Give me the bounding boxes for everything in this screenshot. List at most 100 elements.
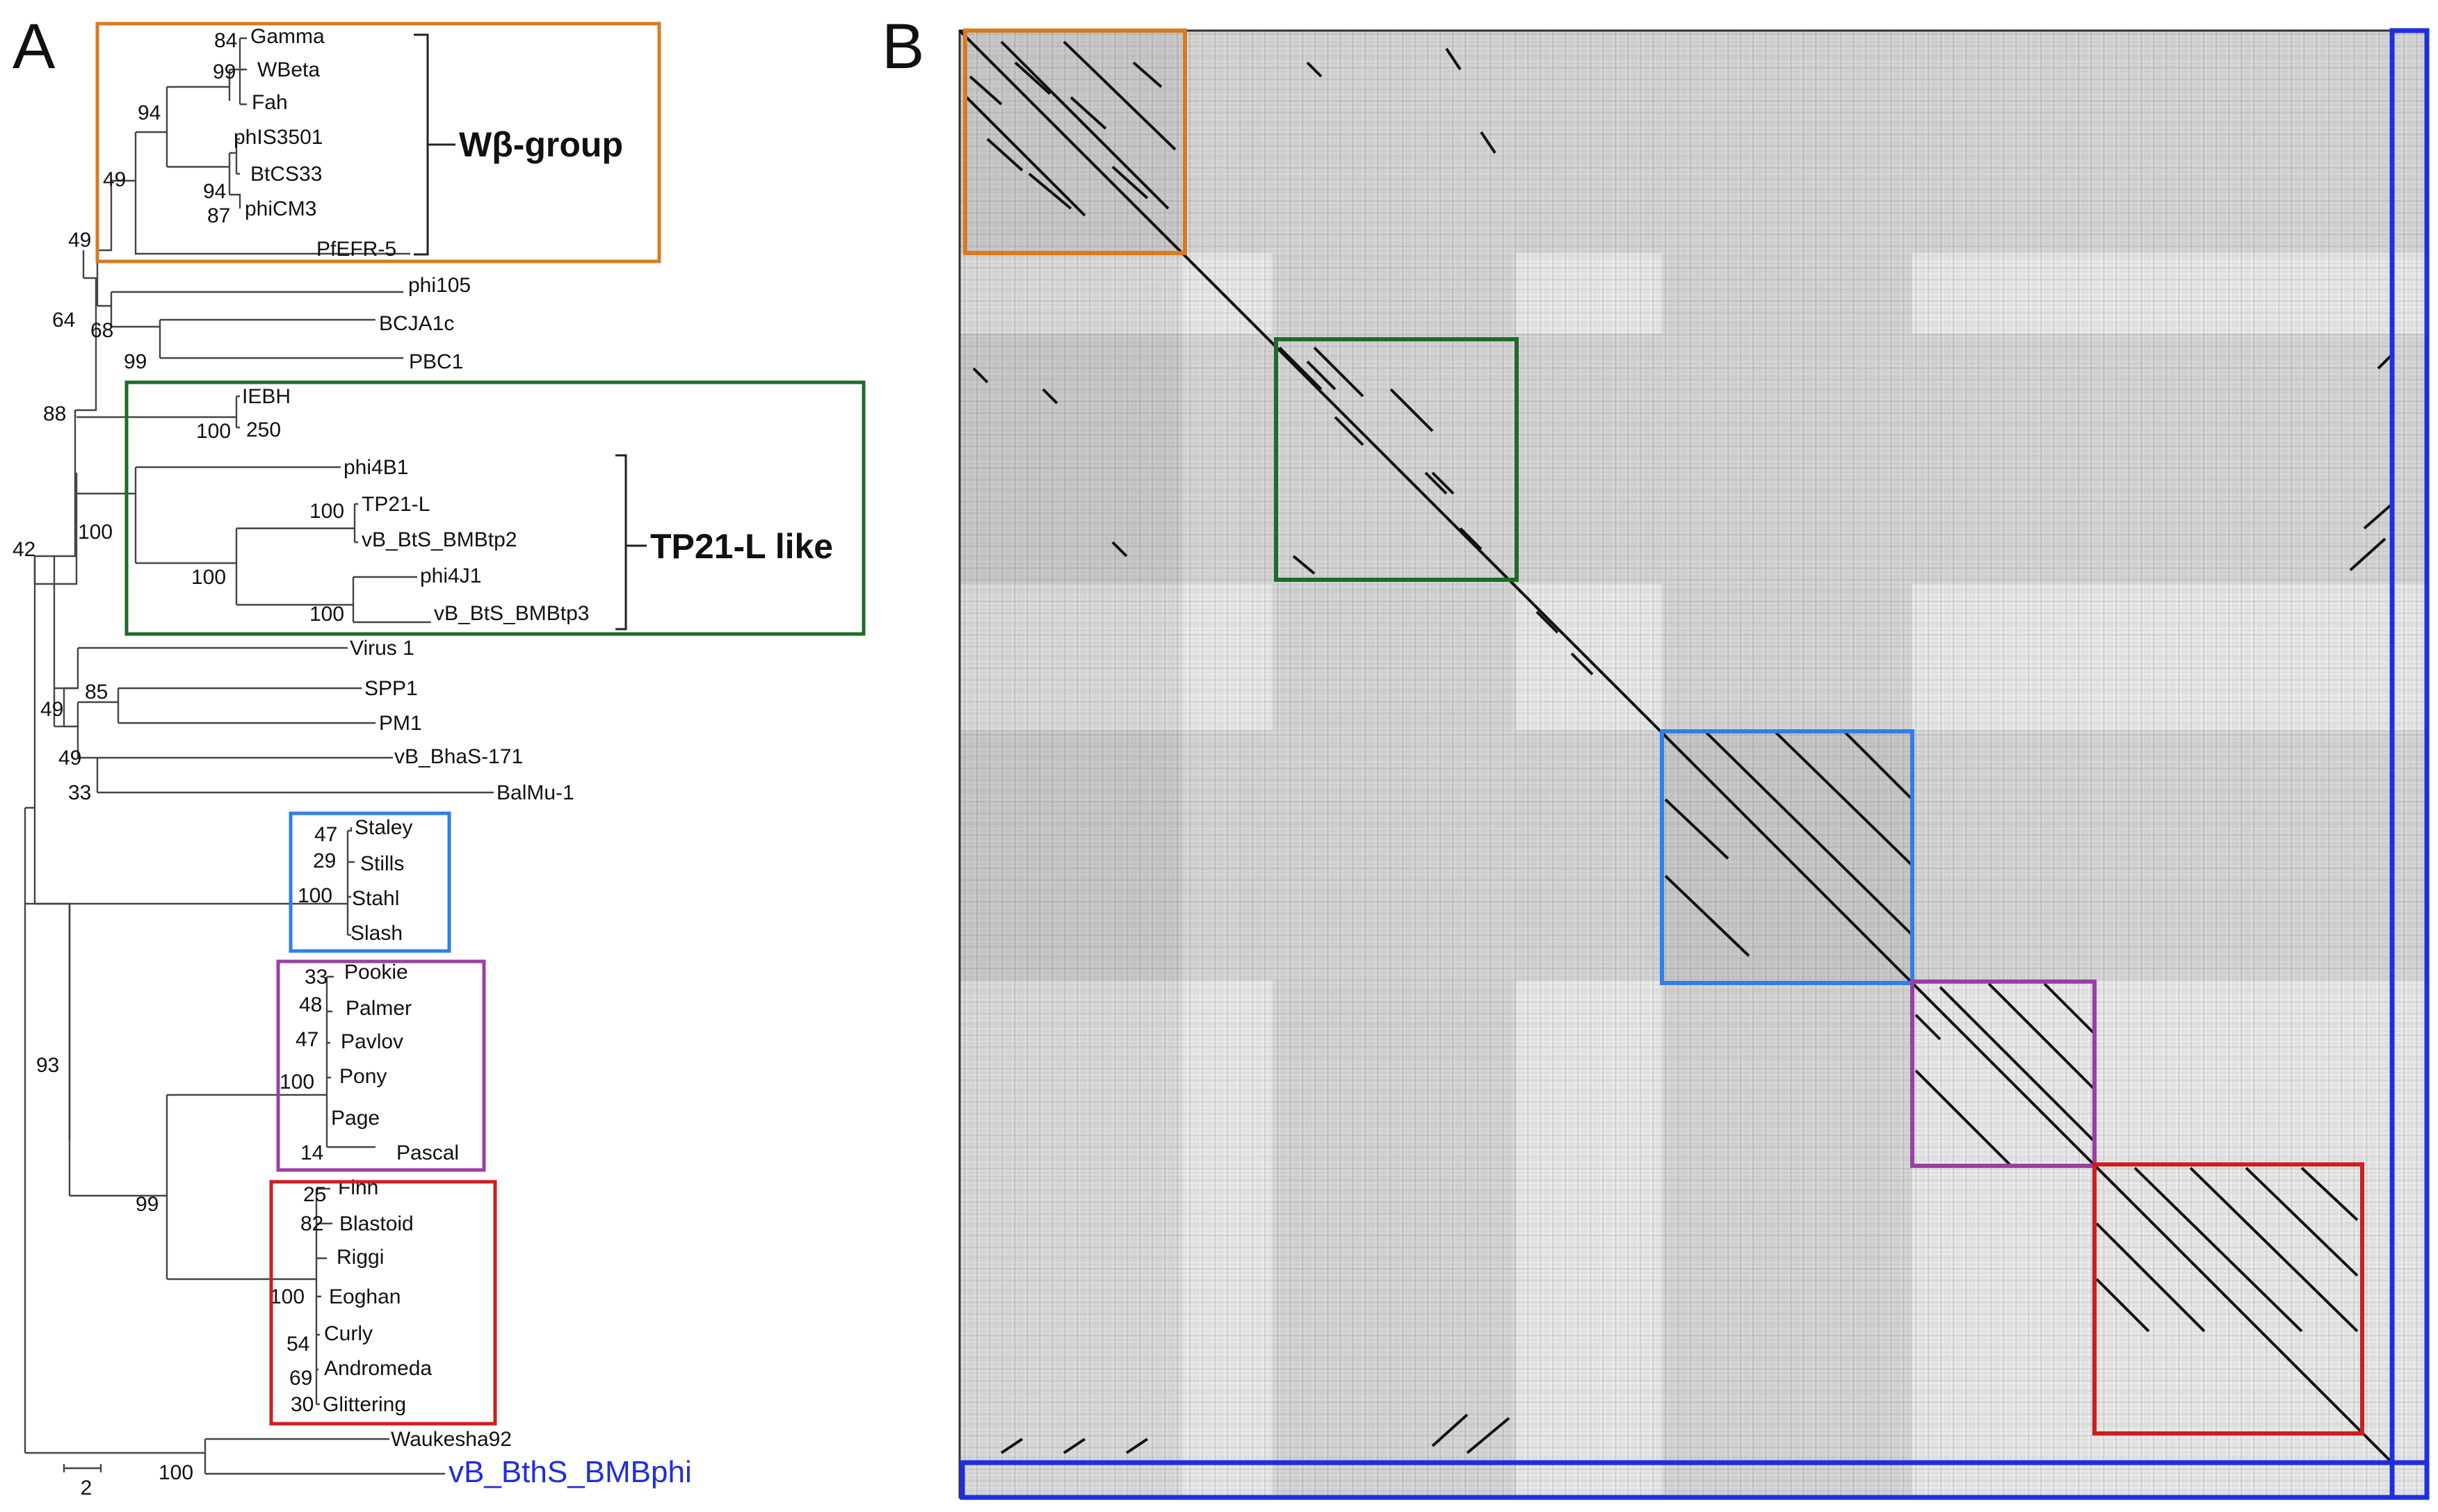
leaf-label: Staley	[355, 816, 412, 839]
bootstrap-value: 82	[300, 1212, 323, 1235]
dotplot-bands	[960, 31, 2427, 1497]
leaf-label: Eoghan	[329, 1285, 401, 1308]
bootstrap-value: 87	[207, 204, 230, 227]
tree-branches	[24, 37, 494, 1475]
leaf-label: Stills	[360, 852, 404, 875]
leaf-label: BCJA1c	[379, 312, 454, 335]
wbeta-group-label: Wβ-group	[459, 125, 623, 164]
leaf-label: PfEFR-5	[316, 238, 396, 261]
leaf-label: WBeta	[257, 58, 320, 81]
dotplot-red-box	[2092, 1162, 2364, 1436]
leaf-label: Gamma	[250, 25, 325, 48]
bootstrap-value: 100	[78, 521, 113, 544]
dotplot-bmbphi-row	[960, 1460, 2430, 1500]
leaf-label: Blastoid	[339, 1212, 414, 1235]
bootstrap-value: 69	[289, 1367, 312, 1390]
leaf-label: BalMu-1	[497, 781, 574, 804]
bootstrap-value: 100	[196, 420, 231, 443]
leaf-label: Pascal	[396, 1141, 459, 1164]
bootstrap-value: 100	[159, 1461, 193, 1484]
bootstrap-value: 100	[191, 566, 226, 589]
leaf-label-highlight: vB_BthS_BMBphi	[449, 1455, 692, 1489]
leaf-label: phi105	[408, 274, 471, 297]
leaf-label: phi4B1	[344, 456, 408, 479]
leaf-label: Fah	[252, 91, 288, 114]
leaf-label: Palmer	[346, 997, 412, 1020]
leaf-label: Virus 1	[350, 637, 414, 660]
bootstrap-value: 99	[136, 1193, 159, 1216]
tp21-group-box	[124, 380, 866, 636]
dotplot-blue-box	[1660, 729, 1914, 985]
leaf-label: Andromeda	[324, 1357, 432, 1380]
bootstrap-value: 100	[298, 884, 332, 907]
bootstrap-value: 47	[314, 823, 337, 846]
bootstrap-value: 49	[68, 229, 91, 252]
dotplot-tp21-box	[1274, 337, 1519, 582]
bootstrap-value: 49	[103, 168, 126, 191]
bootstrap-value: 49	[58, 747, 81, 770]
bootstrap-value: 100	[309, 500, 344, 523]
purple-block-diagonals	[1914, 982, 2094, 1166]
bootstrap-value: 94	[138, 101, 161, 124]
leaf-label: Slash	[350, 922, 403, 945]
bootstrap-value: 48	[299, 993, 322, 1016]
leaf-label: vB_BtS_BMBtp3	[434, 602, 589, 625]
leaf-label: Stahl	[352, 887, 399, 910]
green-block-diagonals	[1278, 346, 1448, 575]
leaf-label: PBC1	[409, 350, 463, 373]
leaf-label: vB_BtS_BMBtp2	[362, 528, 517, 551]
tp21-bracket	[615, 454, 647, 631]
leaf-label: phIS3501	[234, 126, 323, 149]
leaf-label: PM1	[379, 712, 422, 735]
leaf-label: Pookie	[344, 961, 408, 984]
bootstrap-value: 30	[291, 1393, 314, 1416]
blue-block-diagonals	[1664, 729, 1914, 957]
bootstrap-value: 93	[36, 1054, 59, 1077]
tp21-group-label: TP21-L like	[650, 527, 833, 566]
leaf-label: vB_BhaS-171	[394, 745, 523, 768]
bootstrap-value: 85	[85, 681, 108, 704]
bootstrap-value: 47	[296, 1028, 318, 1051]
bootstrap-value: 42	[13, 538, 35, 561]
bootstrap-value: 84	[214, 29, 237, 52]
leaf-label: TP21-L	[362, 493, 430, 516]
red-cluster-box	[269, 1180, 497, 1426]
bootstrap-value: 68	[90, 319, 113, 342]
leaf-label: BtCS33	[250, 163, 322, 186]
bootstrap-value: 29	[313, 850, 336, 872]
bootstrap-value: 88	[43, 403, 66, 425]
dotplot-fragments	[969, 47, 2393, 1454]
leaf-label: Pony	[339, 1065, 387, 1088]
wbeta-bracket	[414, 33, 455, 256]
purple-cluster-box	[276, 959, 486, 1172]
bootstrap-values: 84 99 94 94 87 49 49 64 68 99 88 100 100…	[13, 29, 344, 1484]
leaf-label: IEBH	[242, 385, 291, 408]
bootstrap-value: 100	[309, 603, 344, 626]
bootstrap-value: 99	[124, 350, 147, 373]
bootstrap-value: 25	[303, 1183, 326, 1206]
bootstrap-value: 14	[300, 1141, 323, 1164]
leaf-label: Waukesha92	[391, 1428, 512, 1451]
bootstrap-value: 100	[270, 1285, 305, 1308]
dotplot-wbeta-box	[963, 29, 1187, 255]
bootstrap-value: 54	[286, 1333, 309, 1356]
scale-bar-label: 2	[81, 1477, 92, 1499]
panel-label-a: A	[13, 11, 56, 82]
bootstrap-value: 33	[305, 966, 328, 989]
red-block-diagonals	[2095, 1166, 2359, 1333]
orange-block-diagonals	[965, 40, 1177, 217]
leaf-label: SPP1	[364, 677, 418, 700]
bootstrap-value: 94	[203, 180, 226, 203]
leaf-labels: Gamma WBeta Fah phIS3501 BtCS33 phiCM3 P…	[234, 25, 692, 1489]
leaf-label: Glittering	[323, 1393, 406, 1416]
leaf-label: Pavlov	[341, 1030, 403, 1053]
bootstrap-value: 99	[213, 60, 236, 83]
dotplot-diagonal	[958, 29, 2393, 1464]
leaf-label: 250	[246, 418, 281, 441]
leaf-label: Page	[331, 1107, 380, 1130]
dotplot-purple-box	[1910, 979, 2097, 1168]
leaf-label: Curly	[324, 1322, 373, 1345]
bootstrap-value: 49	[40, 698, 63, 721]
blue-cluster-box	[289, 811, 451, 953]
